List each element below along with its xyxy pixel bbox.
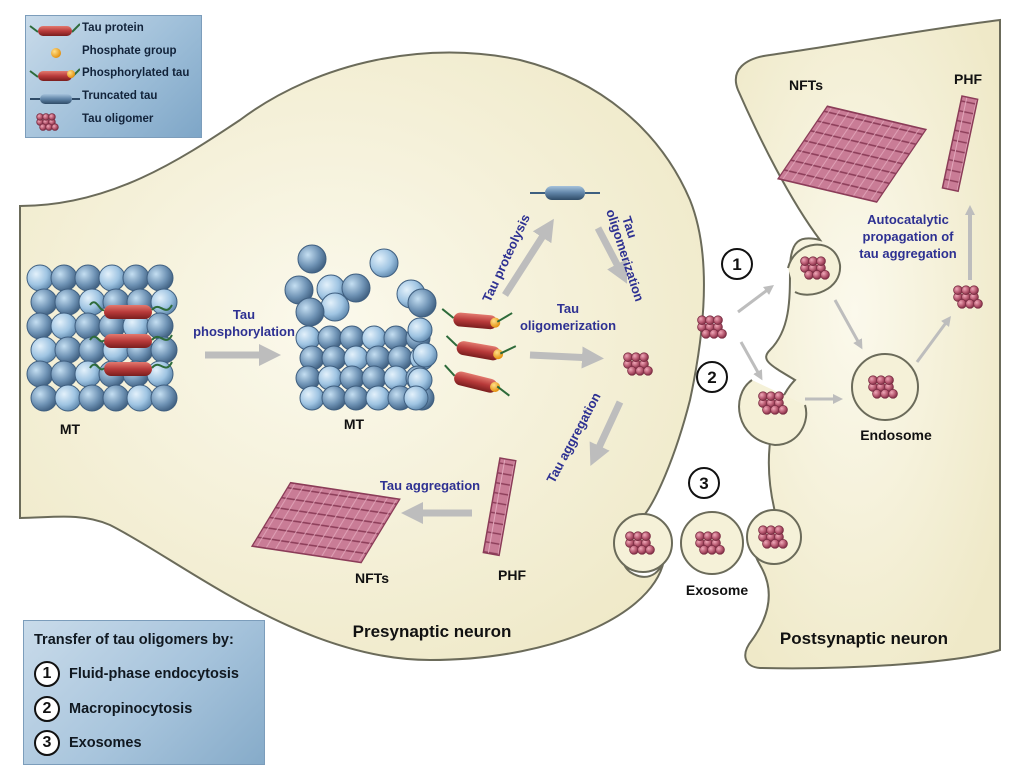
arrow-to-cup: [739, 341, 763, 381]
microtubule-right: [284, 244, 438, 411]
step-number-3: 3: [688, 467, 720, 499]
tau-oligomers: [623, 256, 983, 555]
tau-oligomerization-label-1: Tau: [557, 301, 579, 316]
legend-label: Phosphorylated tau: [82, 67, 190, 79]
legend-label: Tau oligomer: [82, 113, 154, 125]
svg-text:3: 3: [699, 474, 708, 493]
arrow-to-pit: [737, 285, 774, 314]
process-arrows: [205, 205, 975, 524]
arrow-pit-to-endosome: [833, 299, 863, 350]
transfer-legend: Transfer of tau oligomers by: 1 Fluid-ph…: [23, 620, 265, 765]
arrow-oligomerization-diag: [594, 226, 628, 284]
legend-label: Truncated tau: [82, 90, 158, 102]
autocatalytic-label-1: Autocatalytic: [867, 212, 949, 227]
tau-aggregation-label: Tau aggregation: [380, 478, 480, 493]
phf-right-label: PHF: [954, 71, 982, 87]
legend: Tau protein Phosphate group Phosphorylat…: [25, 15, 202, 138]
legend-label: Tau protein: [82, 22, 144, 34]
legend-row-phosphate-group: Phosphate group: [26, 43, 203, 63]
transfer-number-1: 1: [34, 661, 60, 687]
nfts-left: [250, 481, 401, 564]
legend-label: Phosphate group: [82, 45, 177, 57]
tau-oligomerization-diag-label-1: Tau: [619, 214, 640, 240]
svg-text:2: 2: [707, 368, 716, 387]
phosphate-group-icon: [51, 48, 61, 58]
mt-left-label: MT: [60, 421, 81, 437]
truncated-tau-icon: [30, 94, 80, 104]
transfer-label-2: Macropinocytosis: [69, 701, 193, 717]
arrow-endosome-to-oligomer: [915, 315, 951, 363]
endosome-label: Endosome: [860, 427, 932, 443]
phosphorylated-tau-group: [441, 308, 517, 397]
svg-text:1: 1: [732, 255, 741, 274]
arrow-proteolysis: [502, 218, 554, 297]
phf-left: [482, 457, 517, 557]
tau-phosphorylation-label-1: Tau: [233, 307, 255, 322]
microtubule-left: [26, 264, 178, 412]
transfer-label-1: Fluid-phase endocytosis: [69, 666, 239, 682]
legend-row-tau-oligomer: Tau oligomer: [26, 111, 203, 131]
mt-right-label: MT: [344, 416, 365, 432]
phf-right: [941, 95, 979, 193]
tau-protein-icon: [29, 23, 80, 36]
autocatalytic-label-2: propagation of: [863, 229, 955, 244]
transfer-label-3: Exosomes: [69, 735, 142, 751]
tau-on-mt-left: [89, 301, 173, 376]
presynaptic-neuron-label: Presynaptic neuron: [353, 622, 512, 641]
nfts-right: [776, 105, 928, 203]
autocatalytic-label-3: tau aggregation: [859, 246, 957, 261]
truncated-tau-shape: [530, 186, 600, 200]
arrow-oligomerization: [529, 346, 604, 369]
nfts-right-label: NFTs: [789, 77, 823, 93]
exosome-label: Exosome: [686, 582, 748, 598]
arrow-aggregation-diag: [589, 400, 624, 466]
transfer-number-2: 2: [34, 696, 60, 722]
nfts-left-label: NFTs: [355, 570, 389, 586]
postsynaptic-neuron-label: Postsynaptic neuron: [780, 629, 948, 648]
phf-left-label: PHF: [498, 567, 526, 583]
legend-row-phosphorylated-tau: Phosphorylated tau: [26, 65, 203, 85]
legend-row-truncated-tau: Truncated tau: [26, 88, 203, 108]
transfer-number-3: 3: [34, 730, 60, 756]
tau-phosphorylation-label-2: phosphorylation: [193, 324, 295, 339]
step-number-1: 1: [721, 248, 753, 280]
tau-oligomer-icon: [36, 113, 59, 131]
legend-row-tau-protein: Tau protein: [26, 20, 203, 40]
phosphorylated-tau-icon: [29, 68, 80, 81]
step-number-2: 2: [696, 361, 728, 393]
transfer-title: Transfer of tau oligomers by:: [34, 632, 234, 648]
tau-oligomerization-label-2: oligomerization: [520, 318, 616, 333]
